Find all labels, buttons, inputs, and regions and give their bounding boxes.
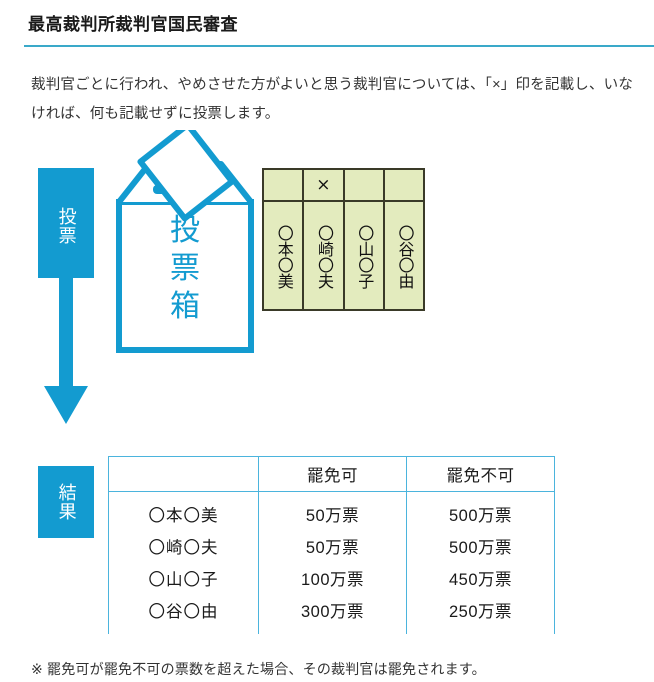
- ballot-column: × 〇崎〇夫: [302, 170, 343, 309]
- ballot-paper: 〇谷〇由 〇山〇子 × 〇崎〇夫 〇本〇美: [262, 168, 425, 311]
- ballot-name-cell: 〇山〇子: [355, 224, 373, 289]
- results-header-name: [108, 456, 259, 492]
- table-row: 〇本〇美 50万票 500万票: [108, 491, 555, 530]
- flow-arrow-down: [38, 278, 94, 430]
- result-yes: 100万票: [258, 562, 407, 594]
- process-diagram: 投票 投 票 箱 〇谷〇由: [0, 121, 654, 634]
- result-name: 〇崎〇夫: [108, 530, 259, 562]
- stage-label-result: 結果: [38, 466, 94, 538]
- stage-label-result-text: 結果: [56, 483, 77, 521]
- result-yes: 300万票: [258, 594, 407, 634]
- results-header-no: 罷免不可: [406, 456, 555, 492]
- result-no: 250万票: [406, 594, 555, 634]
- ballot-column: 〇本〇美: [264, 170, 303, 309]
- result-no: 500万票: [406, 530, 555, 562]
- stage-label-vote: 投票: [38, 168, 94, 278]
- ballot-mark-cell-x: ×: [304, 170, 343, 202]
- result-name: 〇本〇美: [108, 491, 259, 530]
- title-divider: [24, 45, 654, 47]
- table-row: 〇崎〇夫 50万票 500万票: [108, 530, 555, 562]
- svg-text:投: 投: [170, 214, 200, 247]
- page-title: 最高裁判所裁判官国民審査: [28, 15, 238, 34]
- ballot-name-cell: 〇本〇美: [274, 224, 292, 289]
- results-table: 罷免可 罷免不可 〇本〇美 50万票 500万票 〇崎〇夫 50万票 500万票…: [108, 456, 555, 634]
- ballot-column: 〇谷〇由: [382, 170, 423, 309]
- result-yes: 50万票: [258, 530, 407, 562]
- ballot-box-icon: 投 票 箱: [105, 121, 265, 365]
- stage-label-vote-text: 投票: [56, 207, 77, 245]
- table-row: 〇谷〇由 300万票 250万票: [108, 594, 555, 634]
- results-header-yes: 罷免可: [258, 456, 407, 492]
- intro-paragraph: 裁判官ごとに行われ、やめさせた方がよいと思う裁判官については、「×」印を記載し、…: [31, 76, 634, 122]
- ballot-column: 〇山〇子: [342, 170, 383, 309]
- page-header: 最高裁判所裁判官国民審査: [0, 0, 654, 47]
- result-no: 500万票: [406, 491, 555, 530]
- ballot-mark-cell: [344, 170, 383, 202]
- result-yes: 50万票: [258, 491, 407, 530]
- ballot-mark-cell: [264, 170, 303, 202]
- table-row: 〇山〇子 100万票 450万票: [108, 562, 555, 594]
- result-name: 〇山〇子: [108, 562, 259, 594]
- svg-text:箱: 箱: [170, 290, 200, 323]
- svg-text:票: 票: [170, 252, 200, 285]
- result-no: 450万票: [406, 562, 555, 594]
- ballot-name-cell: 〇谷〇由: [395, 224, 413, 289]
- ballot-name-cell: 〇崎〇夫: [315, 224, 333, 289]
- ballot-mark-cell: [384, 170, 423, 202]
- results-header-row: 罷免可 罷免不可: [108, 456, 555, 492]
- result-name: 〇谷〇由: [108, 594, 259, 634]
- footnote: ※ 罷免可が罷免不可の票数を超えた場合、その裁判官は罷免されます。: [31, 661, 486, 677]
